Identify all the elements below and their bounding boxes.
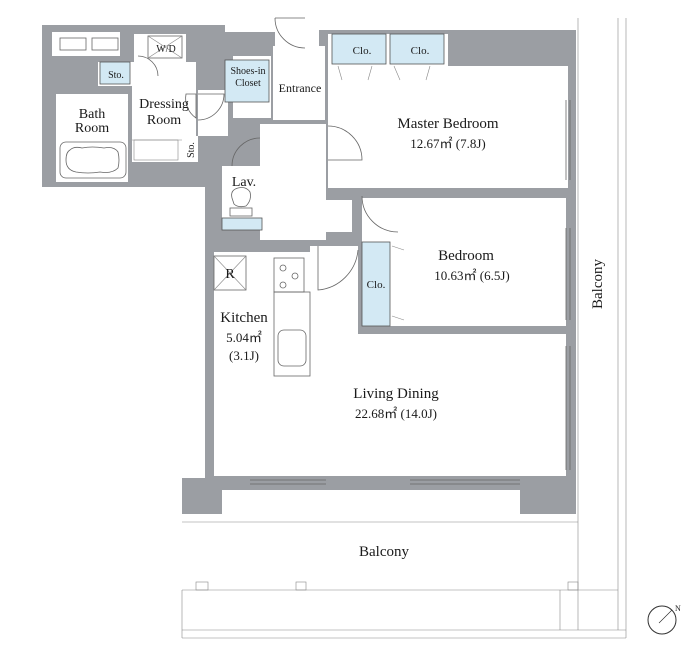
area-kitchen: 5.04㎡ — [226, 330, 262, 345]
label-lav: Lav. — [232, 175, 256, 190]
label-bedroom: Bedroom — [438, 248, 494, 264]
label-balcony-bottom: Balcony — [359, 544, 409, 560]
area-living-dining: 22.68㎡ (14.0J) — [355, 406, 437, 421]
label-closet-3: Clo. — [367, 279, 386, 291]
label-master-bedroom: Master Bedroom — [397, 116, 499, 132]
shoes-in-closet — [224, 59, 270, 103]
room-labels: W/D Sto. Bath Room Dressing Room Sto. Sh… — [75, 44, 606, 560]
doors — [137, 17, 399, 291]
label-sto-side: Sto. — [186, 142, 197, 158]
label-bath-line2: Room — [75, 121, 109, 136]
area-kitchen-j: (3.1J) — [229, 348, 259, 363]
compass-north-label: N — [675, 604, 681, 613]
closet-3 — [361, 241, 391, 327]
balcony-outline — [181, 18, 627, 639]
compass: N — [647, 604, 681, 635]
label-entrance: Entrance — [279, 81, 322, 95]
label-wd: W/D — [156, 44, 175, 55]
label-dressing-line1: Dressing — [139, 97, 189, 112]
lav-counter — [221, 217, 263, 231]
label-sto-top: Sto. — [108, 70, 124, 81]
label-dressing-line2: Room — [147, 113, 181, 128]
storage-top — [99, 61, 131, 85]
label-balcony-right: Balcony — [590, 259, 606, 309]
label-shoes-line2: Closet — [235, 78, 261, 89]
label-bath-line1: Bath — [79, 107, 105, 122]
closet-1 — [331, 33, 387, 65]
label-fridge: R — [225, 267, 235, 282]
fixtures — [59, 35, 571, 485]
label-closet-2: Clo. — [411, 45, 430, 57]
storage-units — [99, 33, 445, 327]
windows — [250, 100, 571, 485]
area-master-bedroom: 12.67㎡ (7.8J) — [410, 136, 485, 151]
label-closet-1: Clo. — [353, 45, 372, 57]
label-living-dining: Living Dining — [353, 386, 439, 402]
label-kitchen: Kitchen — [220, 310, 268, 326]
area-bedroom: 10.63㎡ (6.5J) — [434, 268, 509, 283]
closet-2 — [389, 33, 445, 65]
label-shoes-line1: Shoes-in — [231, 66, 266, 77]
